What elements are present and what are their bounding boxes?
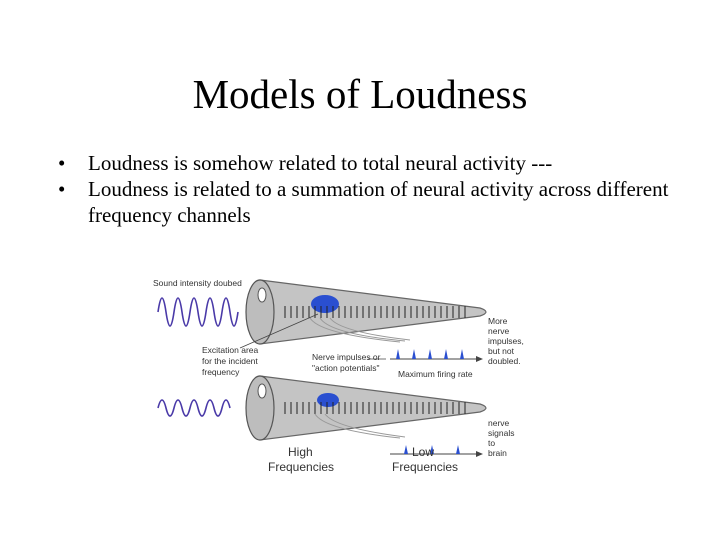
label-high-frequencies: Frequencies [268, 460, 334, 474]
sound-wave-bottom [157, 399, 231, 417]
label-nerve-line2: signals [488, 428, 514, 438]
label-excitation-line2: for the incident [202, 356, 258, 366]
bullet-item: • Loudness is somehow related to total n… [58, 150, 698, 176]
bullet-list: • Loudness is somehow related to total n… [58, 150, 698, 228]
cochlea-bottom [245, 375, 487, 441]
label-more-line5: doubled. [488, 356, 521, 366]
excitation-area-bottom [317, 393, 339, 407]
nerve-impulses-bottom [404, 445, 460, 454]
excitation-pointer-line [239, 313, 319, 349]
label-max-firing-rate: Maximum firing rate [398, 369, 473, 379]
label-low-frequencies: Frequencies [392, 460, 458, 474]
nerve-impulses-top [396, 349, 464, 359]
label-high: High [288, 445, 313, 459]
cochlea-tube-bottom [259, 375, 487, 441]
bullet-item: • Loudness is related to a summation of … [58, 176, 698, 228]
bullet-text: Loudness is related to a summation of ne… [88, 177, 669, 227]
label-nerve-line1: nerve [488, 418, 510, 428]
cochlea-top [245, 279, 487, 345]
slide-title: Models of Loudness [192, 71, 528, 117]
bullet-icon: • [58, 177, 66, 201]
label-low: Low [412, 445, 434, 459]
nerve-fibers-top [309, 317, 411, 343]
impulse-arrowhead-bottom [476, 451, 483, 457]
bullet-icon: • [58, 151, 66, 175]
cochlea-opening-bottom [245, 375, 275, 441]
label-more-line3: impulses, [488, 336, 524, 346]
cochlea-window-bottom [257, 383, 267, 399]
label-more-line2: nerve [488, 326, 510, 336]
cochlea-opening-top [245, 279, 275, 345]
cochlea-diagram: Sound intensity doubed Excitation area f… [153, 278, 524, 474]
label-excitation-line1: Excitation area [202, 345, 258, 355]
cochlea-window-top [257, 287, 267, 303]
cochlea-tube-top [259, 279, 487, 345]
label-impulses-line1: Nerve impulses or [312, 352, 381, 362]
cochlea-figure: Sound intensity doubed Excitation area f… [150, 272, 540, 477]
label-more-line4: but not [488, 346, 515, 356]
impulse-arrowhead-top [476, 356, 483, 362]
nerve-fibers-bottom [314, 413, 406, 439]
sound-wave-top [157, 297, 239, 327]
label-nerve-line3: to [488, 438, 495, 448]
excitation-area-top [311, 295, 339, 313]
label-excitation-line3: frequency [202, 367, 240, 377]
hair-cells-bottom [284, 402, 466, 414]
bullet-text: Loudness is somehow related to total neu… [88, 151, 553, 175]
label-more-line1: More [488, 316, 508, 326]
label-nerve-line4: brain [488, 448, 507, 458]
label-sound-intensity: Sound intensity doubed [153, 278, 242, 288]
label-impulses-line2: "action potentials" [312, 363, 379, 373]
hair-cells-top [284, 306, 466, 318]
